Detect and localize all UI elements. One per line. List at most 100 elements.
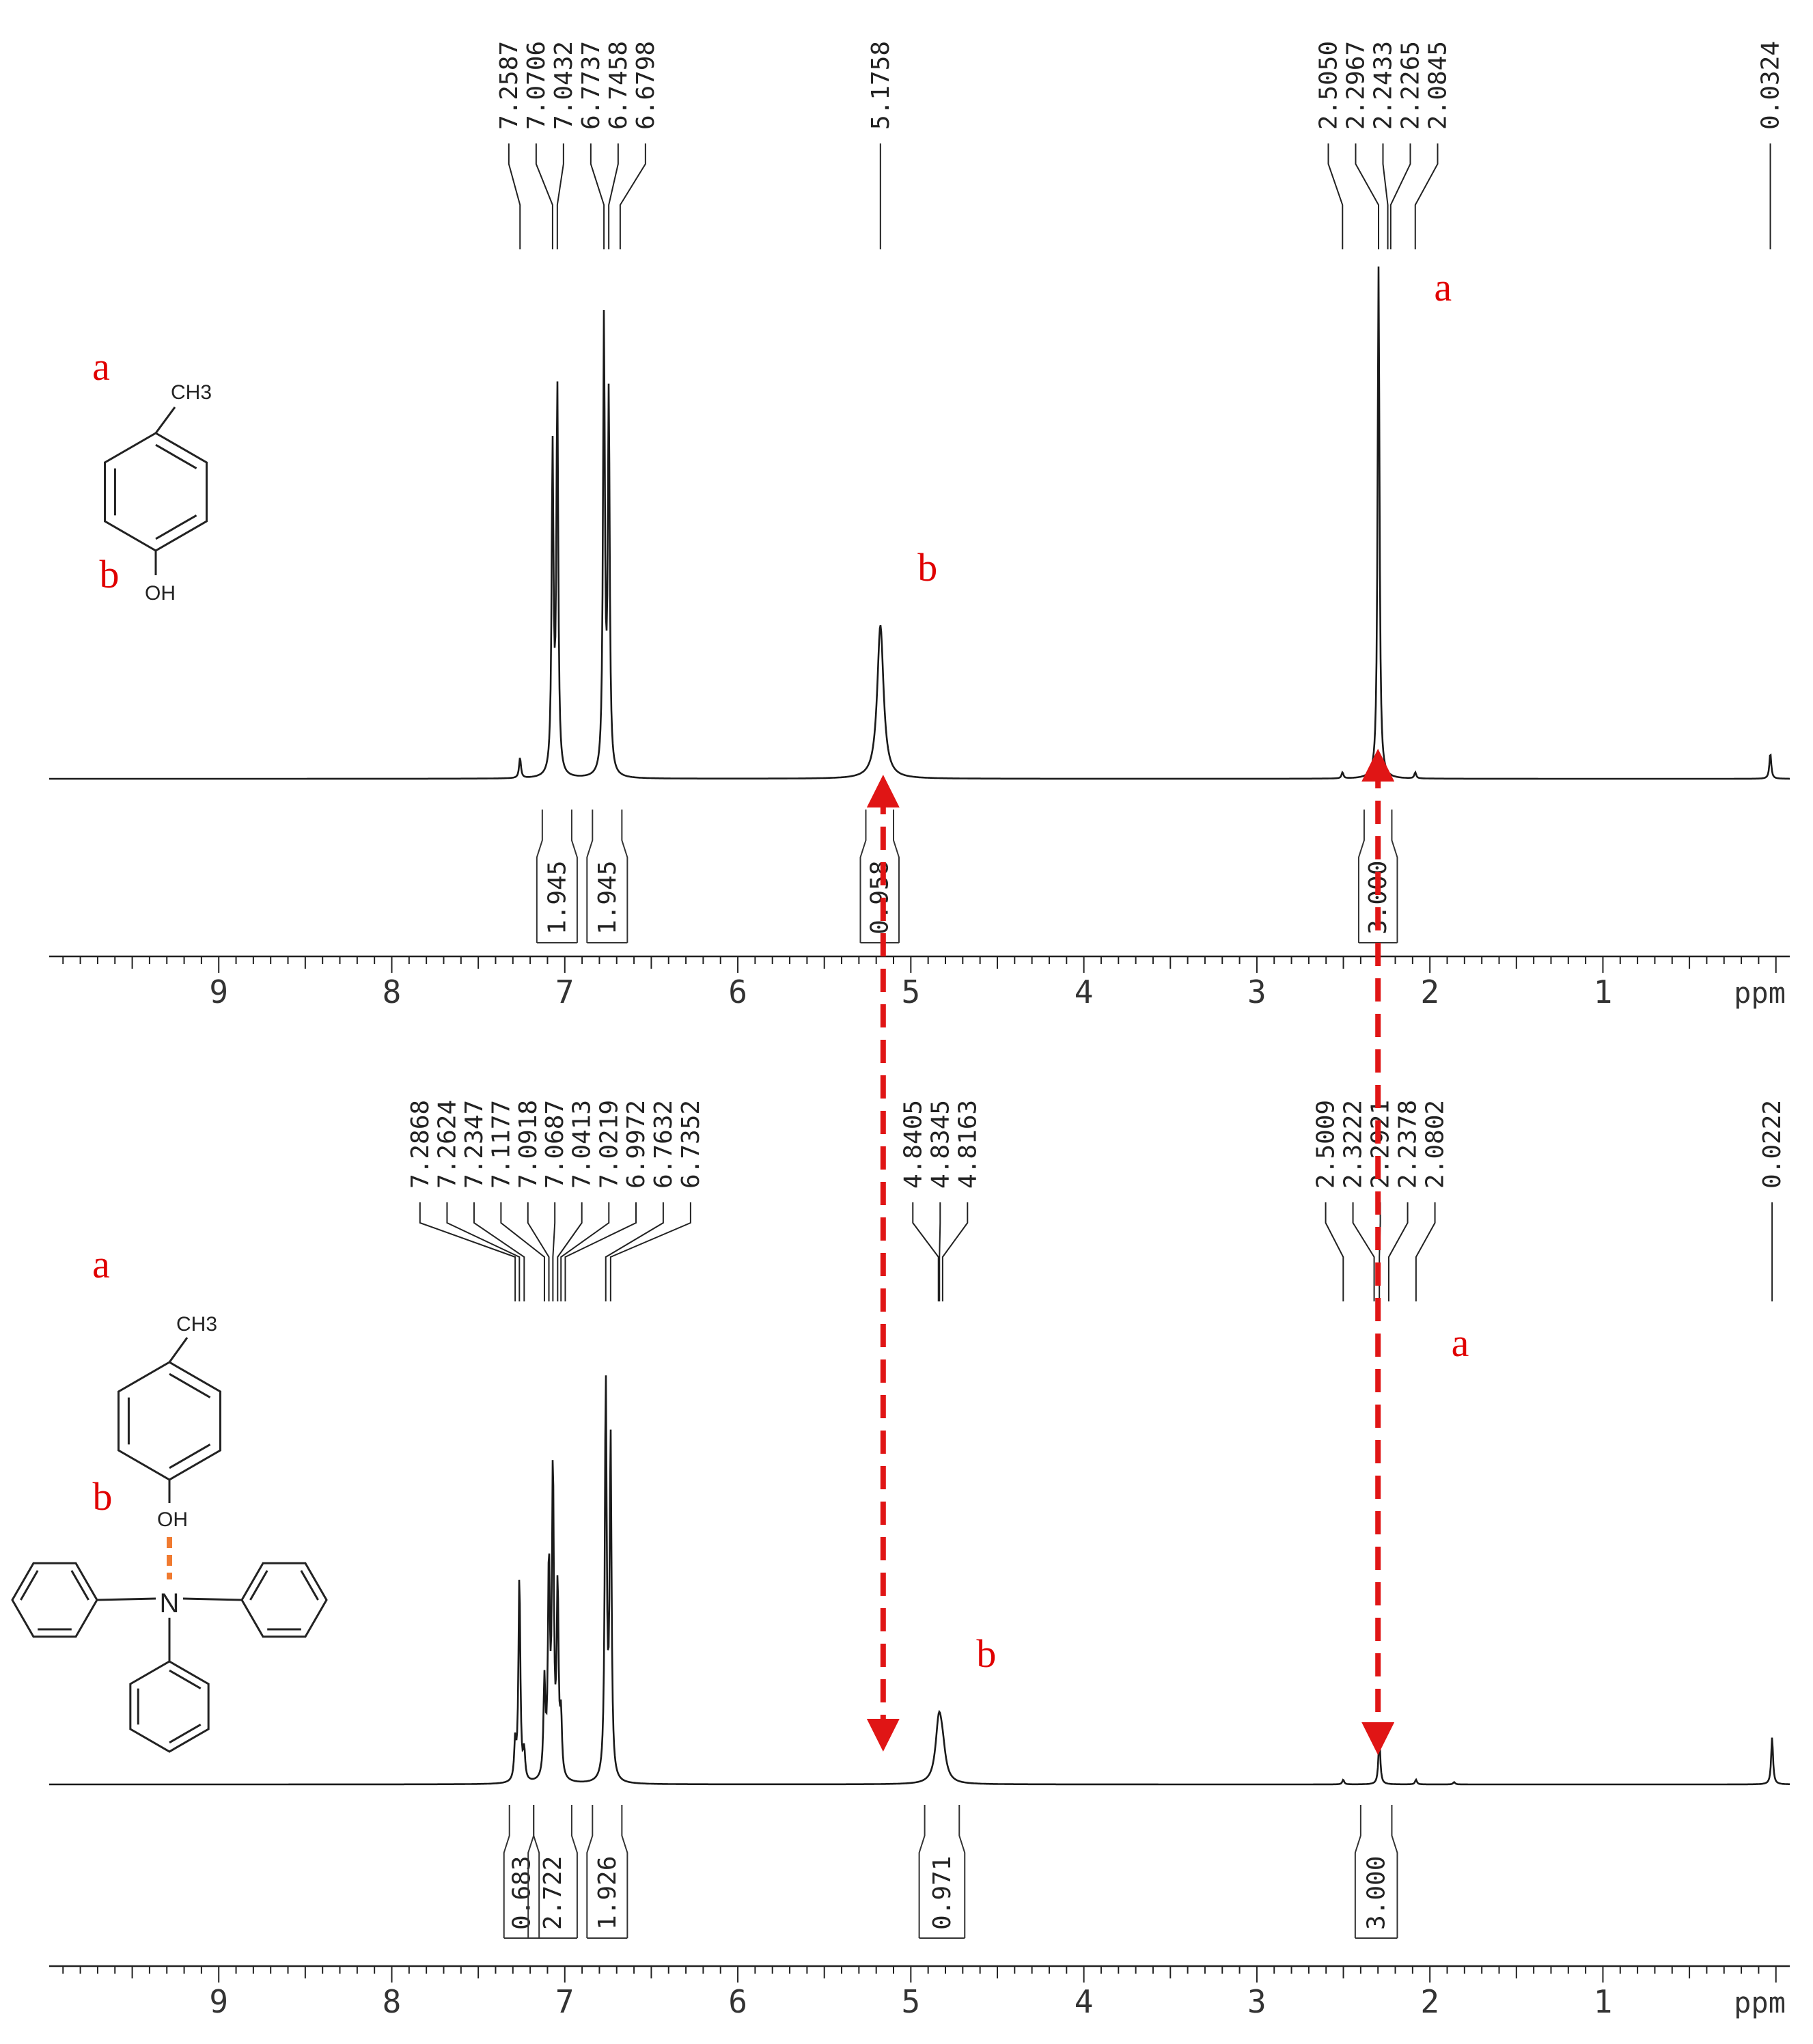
peak-leader-line [619, 143, 646, 249]
integral-value: 3.000 [1363, 1856, 1391, 1930]
integral-bracket-left [1354, 1805, 1361, 1938]
integral-value: 1.945 [594, 861, 622, 935]
ring-double-bond [155, 443, 197, 469]
peak-label: 4.8405 [899, 1100, 927, 1189]
integral-bracket-left [586, 1805, 594, 1938]
peak-label: 7.2587 [495, 41, 523, 130]
peak-label: 6.7458 [605, 41, 633, 130]
integral-bracket-right [621, 1805, 628, 1938]
x-tick-label: 4 [1075, 1983, 1094, 2020]
integral-bracket-left [527, 1805, 535, 1938]
peak-label: 2.3222 [1340, 1100, 1368, 1189]
n-phenyl-bond [182, 1597, 243, 1601]
x-tick-label: 7 [555, 1983, 575, 2020]
x-tick-label: 6 [728, 1983, 747, 2020]
peak-label: 2.2265 [1396, 41, 1424, 130]
integral-value: 0.971 [928, 1856, 956, 1930]
integral-bracket-left [1357, 810, 1365, 943]
integral-bracket-right [570, 810, 578, 943]
ring-double-bond [300, 1570, 319, 1601]
ring-double-bond [155, 514, 197, 540]
peak-leader-line [419, 1202, 516, 1301]
peak-label: 6.7737 [577, 41, 605, 130]
peak-label: 7.0219 [595, 1100, 623, 1189]
peak-label: 7.0432 [550, 41, 578, 130]
peak-leader-line [608, 143, 619, 249]
peak-assignment-label: a [1434, 265, 1452, 309]
integral-value: 0.683 [508, 1856, 536, 1930]
peak-label: 6.9972 [622, 1100, 650, 1189]
integral-bracket-left [503, 1805, 510, 1938]
peak-label: 2.2433 [1369, 41, 1397, 130]
peak-label: 7.0413 [568, 1100, 596, 1189]
x-axis-unit: ppm [1734, 1986, 1786, 2019]
peak-label: 7.0918 [514, 1100, 542, 1189]
x-tick-label: 8 [383, 1983, 402, 2020]
ring-double-bond [169, 1669, 202, 1689]
peak-label: 2.2967 [1342, 41, 1370, 130]
integral-value: 1.945 [543, 861, 571, 935]
x-tick-label: 4 [1075, 973, 1094, 1010]
peak-leader-line [564, 1202, 637, 1301]
x-tick-label: 1 [1594, 973, 1613, 1010]
x-tick-label: 1 [1594, 1983, 1613, 2020]
n-phenyl-bond [96, 1597, 156, 1601]
peak-leader-line [473, 1202, 525, 1301]
peak-label: 2.2378 [1394, 1100, 1422, 1189]
peak-leader-line [609, 1202, 691, 1301]
ring-outline [11, 1562, 98, 1638]
methyl-bond [154, 406, 176, 434]
peak-leader-line [1327, 143, 1344, 249]
peak-label: 6.6798 [632, 41, 660, 130]
peak-leader-line [527, 1202, 550, 1301]
peak-label: 7.0706 [523, 41, 551, 130]
x-tick-label: 3 [1247, 973, 1267, 1010]
peak-label: 2.5009 [1312, 1100, 1340, 1189]
ring-double-bond [20, 1570, 39, 1601]
peak-leader-line [557, 1202, 583, 1301]
peak-leader-line [1415, 1202, 1436, 1301]
x-tick-label: 9 [209, 1983, 228, 2020]
integral-value: 0.958 [866, 861, 894, 935]
peak-label: 7.1177 [487, 1100, 515, 1189]
peak-assignment-label: b [976, 1631, 996, 1676]
x-tick-label: 7 [555, 973, 575, 1010]
peak-leader-line [912, 1202, 939, 1301]
peak-label: 7.2347 [460, 1100, 488, 1189]
peak-label: 5.1758 [867, 41, 895, 130]
peak-leader-line [552, 1202, 556, 1301]
x-tick-label: 3 [1247, 1983, 1267, 2020]
integral-bracket-left [536, 810, 543, 943]
ring-double-bond [169, 1444, 211, 1469]
peak-leader-line [1379, 1202, 1381, 1301]
x-axis-unit: ppm [1734, 976, 1786, 1010]
peak-leader-line [535, 143, 553, 249]
peak-leader-line [1382, 143, 1389, 249]
integral-bracket-right [958, 1805, 966, 1938]
peak-label: 0.0324 [1757, 41, 1785, 130]
peak-label: 4.8163 [954, 1100, 982, 1189]
molecule-label-a: a [92, 1242, 110, 1286]
molecule-label-b: b [100, 552, 120, 596]
ring-double-bond [169, 1724, 202, 1744]
hydroxyl-group-label: OH [157, 1508, 188, 1531]
peak-leader-line [1387, 1202, 1409, 1301]
molecule-label-b: b [93, 1474, 113, 1519]
peak-assignment-label: a [1452, 1321, 1469, 1365]
peak-label: 7.2624 [433, 1100, 461, 1189]
peak-assignment-label: b [917, 545, 937, 590]
ring-double-bond [249, 1570, 268, 1601]
x-tick-label: 9 [209, 973, 228, 1010]
hydroxyl-group-label: OH [145, 582, 176, 605]
peak-leader-line [941, 1202, 969, 1301]
peak-label: 4.8345 [926, 1100, 954, 1189]
integral-value: 1.926 [594, 1856, 622, 1930]
x-tick-label: 6 [728, 973, 747, 1010]
peak-leader-line [556, 143, 564, 249]
ring-outline [117, 1361, 221, 1481]
peak-label: 7.2868 [406, 1100, 434, 1189]
peak-leader-line [605, 1202, 664, 1301]
integral-bracket-right [570, 1805, 578, 1938]
